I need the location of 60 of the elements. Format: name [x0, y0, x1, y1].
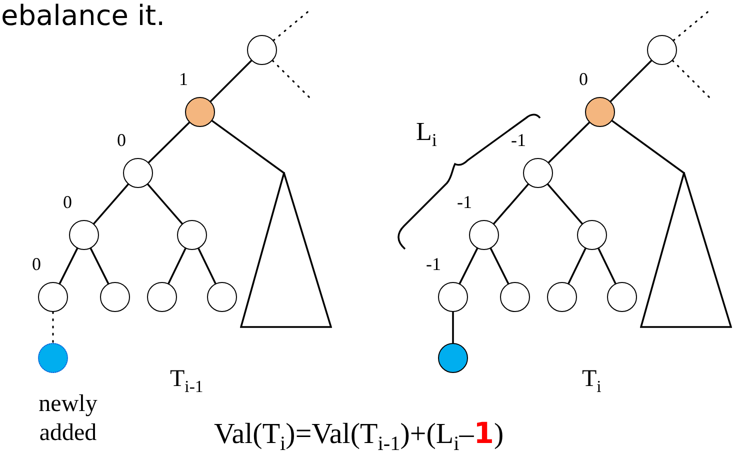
tree-edge	[168, 248, 186, 284]
tree-edge	[546, 183, 584, 225]
tree-label: T$_{i}$	[582, 366, 602, 396]
tree-node	[585, 97, 615, 127]
tree-edge	[610, 60, 652, 102]
tree-edge	[568, 248, 586, 284]
tree-node	[185, 97, 215, 127]
tree-edge	[198, 248, 216, 284]
tree-node	[647, 35, 677, 65]
dotted-edge	[272, 9, 311, 42]
brace-label: L$_{i}$	[416, 118, 437, 150]
tree-edge	[611, 120, 685, 174]
balance-factor: 0	[117, 131, 126, 151]
tree-edge	[211, 120, 285, 174]
tree-label: T$_{i-1}$	[170, 366, 204, 396]
subtree-triangle	[640, 172, 732, 328]
balance-factor: -1	[511, 131, 526, 151]
tree-node	[523, 158, 553, 188]
tree-edge	[548, 122, 590, 164]
tree-node	[577, 220, 607, 250]
tree-edge	[492, 183, 530, 225]
dotted-edge	[672, 9, 711, 42]
tree-node	[147, 282, 177, 312]
tree-edge	[210, 60, 252, 102]
dotted-edge	[672, 60, 711, 99]
tree-edge	[598, 248, 616, 284]
balance-factor: 0	[32, 255, 41, 275]
tree-edge	[452, 311, 454, 344]
tree-node	[500, 282, 530, 312]
tree-node	[123, 158, 153, 188]
tree-node	[38, 343, 68, 373]
tree-node	[38, 282, 68, 312]
tree-node	[438, 282, 468, 312]
subtree-triangle	[240, 172, 332, 328]
balance-factor: 1	[179, 70, 188, 90]
heading-text: ebalance it.	[1, 1, 166, 32]
tree-edge	[146, 183, 184, 225]
tree-edge	[490, 248, 510, 284]
formula: Val(T$_{i}$)=Val(T$_{i-1}$)+(L$_{i}$–1)	[214, 418, 504, 456]
tree-node	[69, 220, 99, 250]
balance-factor: -1	[457, 193, 472, 213]
tree-node	[177, 220, 207, 250]
tree-node	[100, 282, 130, 312]
tree-node	[207, 282, 237, 312]
tree-edge	[58, 248, 78, 284]
tree-edge	[148, 122, 190, 164]
tree-edge	[92, 183, 130, 225]
tree-edge	[458, 248, 478, 284]
dotted-edge	[52, 311, 54, 344]
tree-edge	[90, 248, 110, 284]
balance-factor: -1	[426, 255, 441, 275]
dotted-edge	[272, 60, 311, 99]
node-caption: newly added	[38, 390, 98, 448]
tree-node	[547, 282, 577, 312]
tree-node	[469, 220, 499, 250]
balance-factor: 0	[63, 193, 72, 213]
tree-node	[247, 35, 277, 65]
tree-node	[438, 343, 468, 373]
tree-node	[607, 282, 637, 312]
balance-factor: 0	[579, 70, 588, 90]
